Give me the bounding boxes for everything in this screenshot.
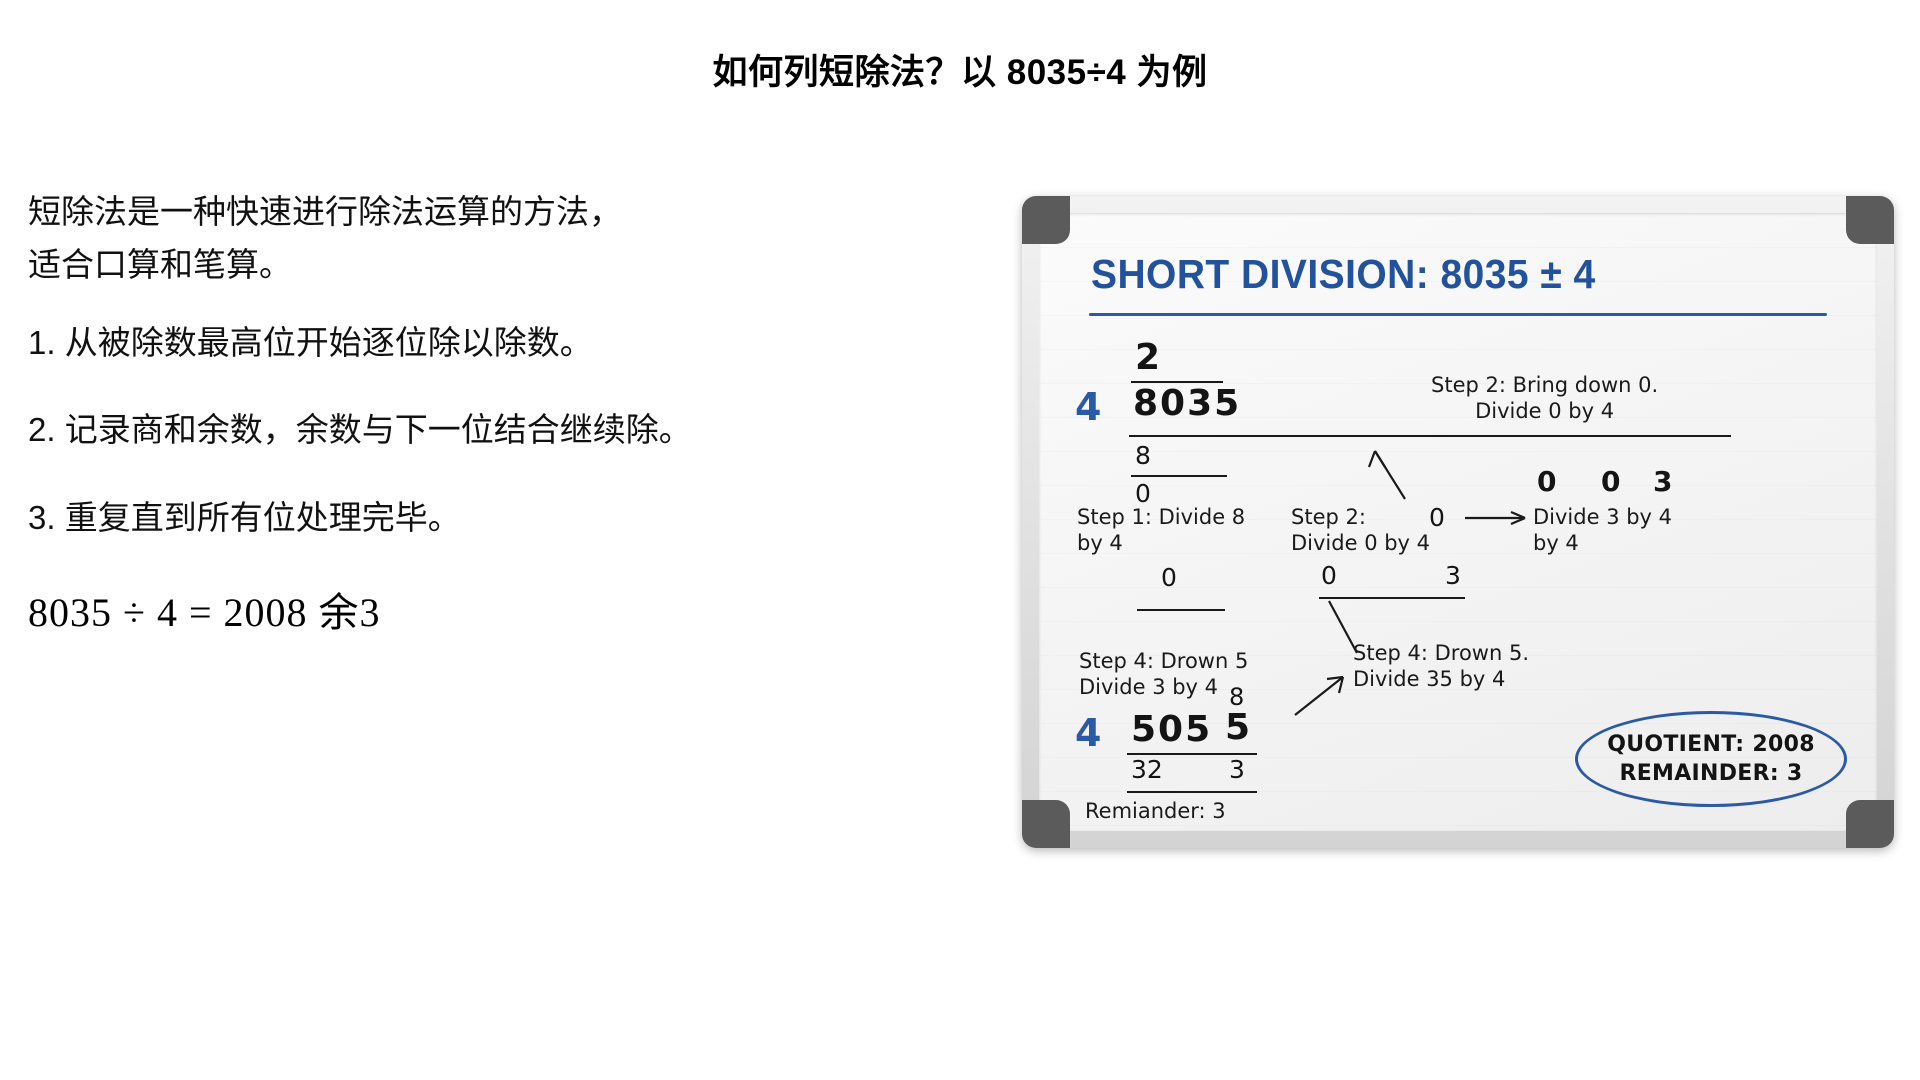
bottom-remainder-digit: 3 <box>1229 755 1245 784</box>
intro-paragraph: 短除法是一种快速进行除法运算的方法， 适合口算和笔算。 <box>28 193 622 284</box>
arrow-right-icon <box>1465 510 1526 526</box>
board-heading-underline <box>1089 313 1827 316</box>
annotation-step-2-right: Step 2: Bring down 0. Divide 0 by 4 <box>1431 373 1659 423</box>
annotation-step-3: Divide 3 by 4 by 4 <box>1533 505 1673 555</box>
bottom-carry-digit: 8 <box>1229 683 1245 711</box>
top-divisor: 4 <box>1075 385 1102 429</box>
pointer-line-down-icon <box>1328 600 1358 654</box>
top-quotient-digit: 2 <box>1135 337 1163 378</box>
scratch-digit-0-b: 0 <box>1601 465 1621 498</box>
arrow-up-left-icon <box>1367 450 1406 500</box>
explanation-panel: 短除法是一种快速进行除法运算的方法， 适合口算和笔算。 1. 从被除数最高位开始… <box>28 185 798 638</box>
result-equation: 8035 ÷ 4 = 2008 余3 <box>28 590 381 636</box>
scratch-digit-3: 3 <box>1653 465 1673 498</box>
result-quotient: QUOTIENT: 2008 <box>1607 732 1815 757</box>
frame-corner-bottom-left <box>1022 800 1070 848</box>
scratch-zero-mid: 0 <box>1429 503 1445 532</box>
page-title: 如何列短除法？以 8035÷4 为例 <box>712 53 1208 92</box>
scratch-left-rule <box>1137 609 1225 611</box>
annotation-step-2-left: Step 2: Divide 0 by 4 <box>1291 505 1431 555</box>
top-subtrahend: 8 <box>1135 441 1151 470</box>
result-badge: QUOTIENT: 2008 REMAINDER: 3 <box>1575 711 1847 807</box>
frame-corner-top-left <box>1022 196 1070 244</box>
annotation-step-4-left: Step 4: Drown 5 Divide 3 by 4 <box>1079 649 1249 699</box>
scratch-pair-three: 3 <box>1445 561 1461 590</box>
board-heading: SHORT DIVISION: 8035 ± 4 <box>1091 251 1596 297</box>
whiteboard: SHORT DIVISION: 8035 ± 4 4 2 8035 8 0 St… <box>1022 196 1894 848</box>
scratch-digit-0-a: 0 <box>1537 465 1557 498</box>
step-item-3: 3. 重复直到所有位处理完毕。 <box>28 498 461 536</box>
arrow-up-right-icon <box>1294 675 1345 716</box>
bottom-dividend: 505 <box>1131 709 1213 750</box>
scratch-left-zero: 0 <box>1161 563 1177 592</box>
bottom-last-digit: 5 <box>1225 707 1253 748</box>
step-item-1: 1. 从被除数最高位开始逐位除以除数。 <box>28 323 593 361</box>
remainder-label: Remiander: 3 <box>1085 799 1226 823</box>
bottom-subtrahend: 32 <box>1131 755 1163 784</box>
dividend-rule <box>1129 435 1731 437</box>
whiteboard-surface: SHORT DIVISION: 8035 ± 4 4 2 8035 8 0 St… <box>1039 213 1877 831</box>
quotient-rule <box>1131 381 1223 383</box>
bottom-rule-top <box>1127 753 1257 755</box>
scratch-pair-zero: 0 <box>1321 561 1337 590</box>
annotation-step-1: Step 1: Divide 8 by 4 <box>1077 505 1246 555</box>
top-dividend: 8035 <box>1133 383 1242 424</box>
subtrahend-rule <box>1131 475 1227 477</box>
frame-corner-bottom-right <box>1846 800 1894 848</box>
step-item-2: 2. 记录商和余数，余数与下一位结合继续除。 <box>28 411 692 449</box>
top-remainder: 0 <box>1135 479 1151 508</box>
bottom-rule-bottom <box>1127 791 1257 793</box>
frame-corner-top-right <box>1846 196 1894 244</box>
scratch-pair-rule <box>1319 597 1465 599</box>
result-remainder: REMAINDER: 3 <box>1619 761 1803 786</box>
annotation-step-4-right: Step 4: Drown 5. Divide 35 by 4 <box>1353 641 1529 691</box>
bottom-divisor: 4 <box>1075 711 1102 755</box>
